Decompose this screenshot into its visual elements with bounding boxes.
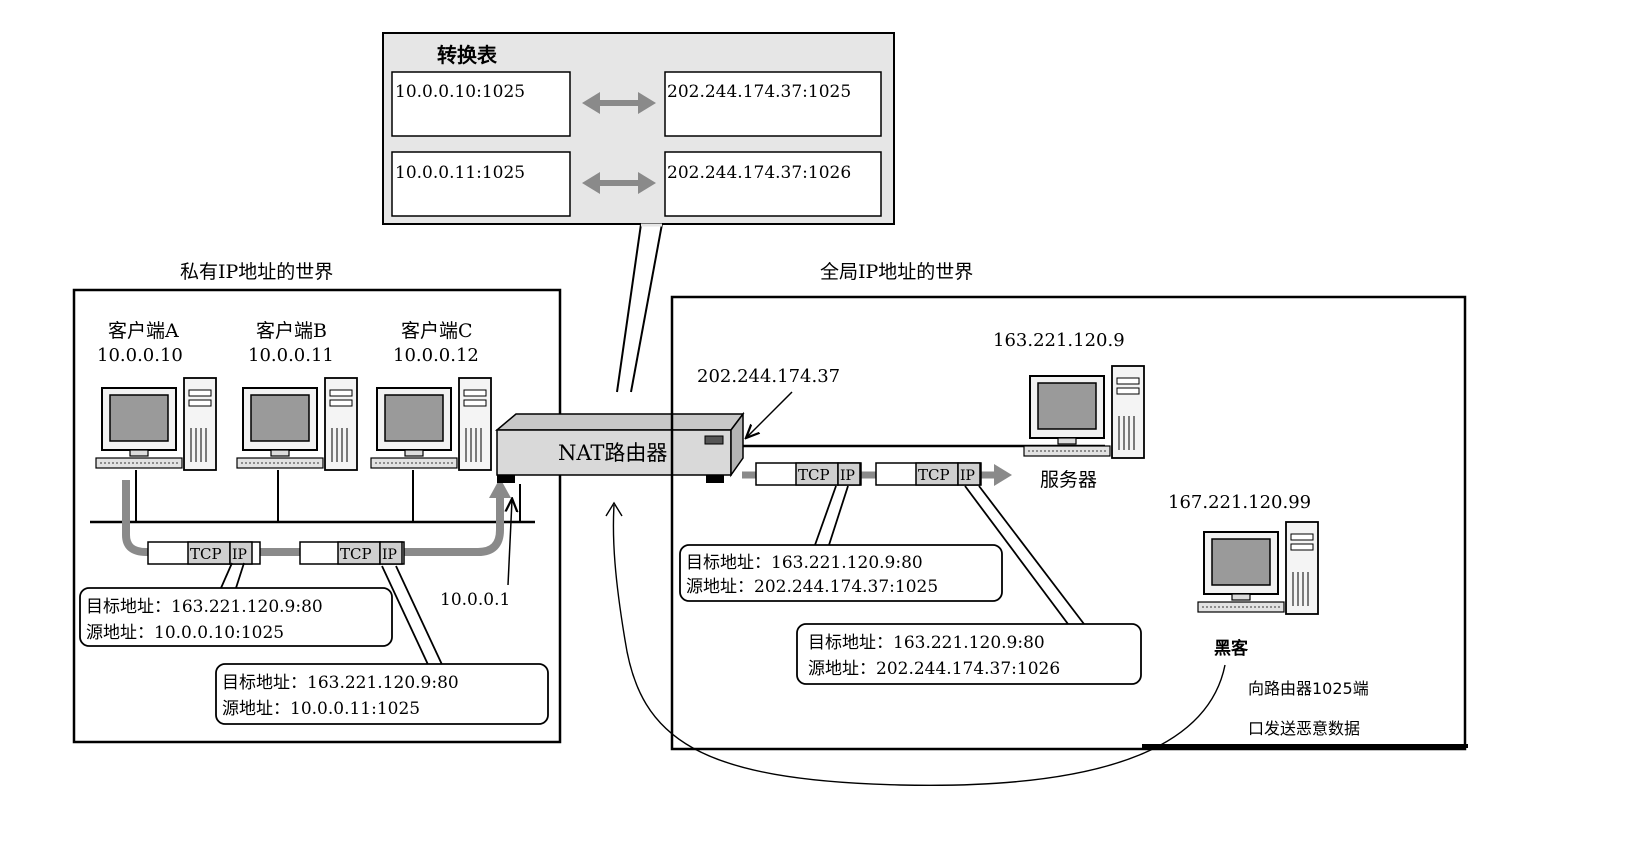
client-c-ip: 10.0.0.12 <box>393 345 479 366</box>
packet-flow-path <box>122 480 504 556</box>
client-a-computer-icon <box>95 377 217 471</box>
client-a-ip: 10.0.0.10 <box>97 345 183 366</box>
address-source: 源地址：10.0.0.10:1025 <box>86 623 284 643</box>
table-row-1-private: 10.0.0.10:1025 <box>395 82 525 102</box>
client-b-ip: 10.0.0.11 <box>248 345 334 366</box>
hacker-label: 黑客 <box>1214 638 1249 659</box>
hacker-computer-icon <box>1197 521 1319 615</box>
server-label: 服务器 <box>1040 469 1097 491</box>
conversion-table: 转换表 10.0.0.10:1025 202.244.174.37:1025 1… <box>382 32 895 393</box>
client-a: 客户端A 10.0.0.10 <box>95 320 217 471</box>
table-row-2-public: 202.244.174.37:1026 <box>667 163 851 183</box>
hacker-note-line-2: 口发送恶意数据 <box>1248 719 1360 738</box>
address-destination: 目标地址：163.221.120.9:80 <box>222 673 459 693</box>
mapping-arrow-icon <box>582 172 656 194</box>
tcp-header-label: TCP <box>190 545 222 563</box>
client-b-computer-icon <box>236 377 358 471</box>
global-world-title: 全局IP地址的世界 <box>820 261 973 283</box>
gateway-ip: 10.0.0.1 <box>440 590 510 610</box>
address-destination: 目标地址：163.221.120.9:80 <box>686 553 923 573</box>
address-destination: 目标地址：163.221.120.9:80 <box>86 597 323 617</box>
attack-path <box>612 504 1226 787</box>
server-computer-icon <box>1023 365 1145 459</box>
router-public-ip: 202.244.174.37 <box>697 366 840 387</box>
private-address-box-1: 目标地址：163.221.120.9:80 源地址：10.0.0.10:1025 <box>79 587 393 647</box>
address-source: 源地址：202.244.174.37:1025 <box>686 577 938 597</box>
address-destination: 目标地址：163.221.120.9:80 <box>808 633 1045 653</box>
ip-header-label: IP <box>840 468 855 484</box>
conversion-table-title: 转换表 <box>437 43 498 67</box>
tcp-header-label: TCP <box>798 466 830 484</box>
table-row-2-private: 10.0.0.11:1025 <box>395 163 525 183</box>
mapping-arrow-icon <box>582 92 656 114</box>
table-row-1-public: 202.244.174.37:1025 <box>667 82 851 102</box>
client-c: 客户端C 10.0.0.12 <box>370 320 492 471</box>
ip-header-label: IP <box>232 547 247 563</box>
client-b-name: 客户端B <box>256 320 327 342</box>
attack-arrow-icon <box>605 501 623 517</box>
client-c-name: 客户端C <box>401 320 473 342</box>
router-label: NAT路由器 <box>558 441 667 465</box>
public-address-box-1: 目标地址：163.221.120.9:80 源地址：202.244.174.37… <box>679 544 1003 602</box>
client-c-computer-icon <box>370 377 492 471</box>
hacker: 167.221.120.99 黑客 向路由器1025端 口发送恶意数据 <box>1168 492 1369 738</box>
address-source: 源地址：10.0.0.11:1025 <box>222 699 420 719</box>
ip-header-label: IP <box>960 468 975 484</box>
private-address-box-2: 目标地址：163.221.120.9:80 源地址：10.0.0.11:1025 <box>215 663 549 725</box>
server-ip: 163.221.120.9 <box>993 330 1125 351</box>
private-world-frame <box>72 288 562 744</box>
public-address-box-2: 目标地址：163.221.120.9:80 源地址：202.244.174.37… <box>796 623 1142 685</box>
client-a-name: 客户端A <box>108 320 179 342</box>
global-world-frame <box>670 295 1467 751</box>
ip-header-label: IP <box>382 547 397 563</box>
hacker-ip: 167.221.120.99 <box>1168 492 1311 513</box>
nat-router: NAT路由器 <box>494 411 745 483</box>
private-world-title: 私有IP地址的世界 <box>180 261 333 283</box>
address-source: 源地址：202.244.174.37:1026 <box>808 659 1060 679</box>
public-packet-2: TCP IP <box>875 462 982 486</box>
tcp-header-label: TCP <box>340 545 372 563</box>
server: 163.221.120.9 服务器 <box>993 330 1145 491</box>
private-packet-1: TCP IP <box>147 541 261 565</box>
client-b: 客户端B 10.0.0.11 <box>236 320 358 471</box>
hacker-note-line-1: 向路由器1025端 <box>1248 679 1369 698</box>
private-packet-2: TCP IP <box>299 541 405 565</box>
tcp-header-label: TCP <box>918 466 950 484</box>
callout-pointer <box>616 223 642 393</box>
public-packet-1: TCP IP <box>755 462 862 486</box>
